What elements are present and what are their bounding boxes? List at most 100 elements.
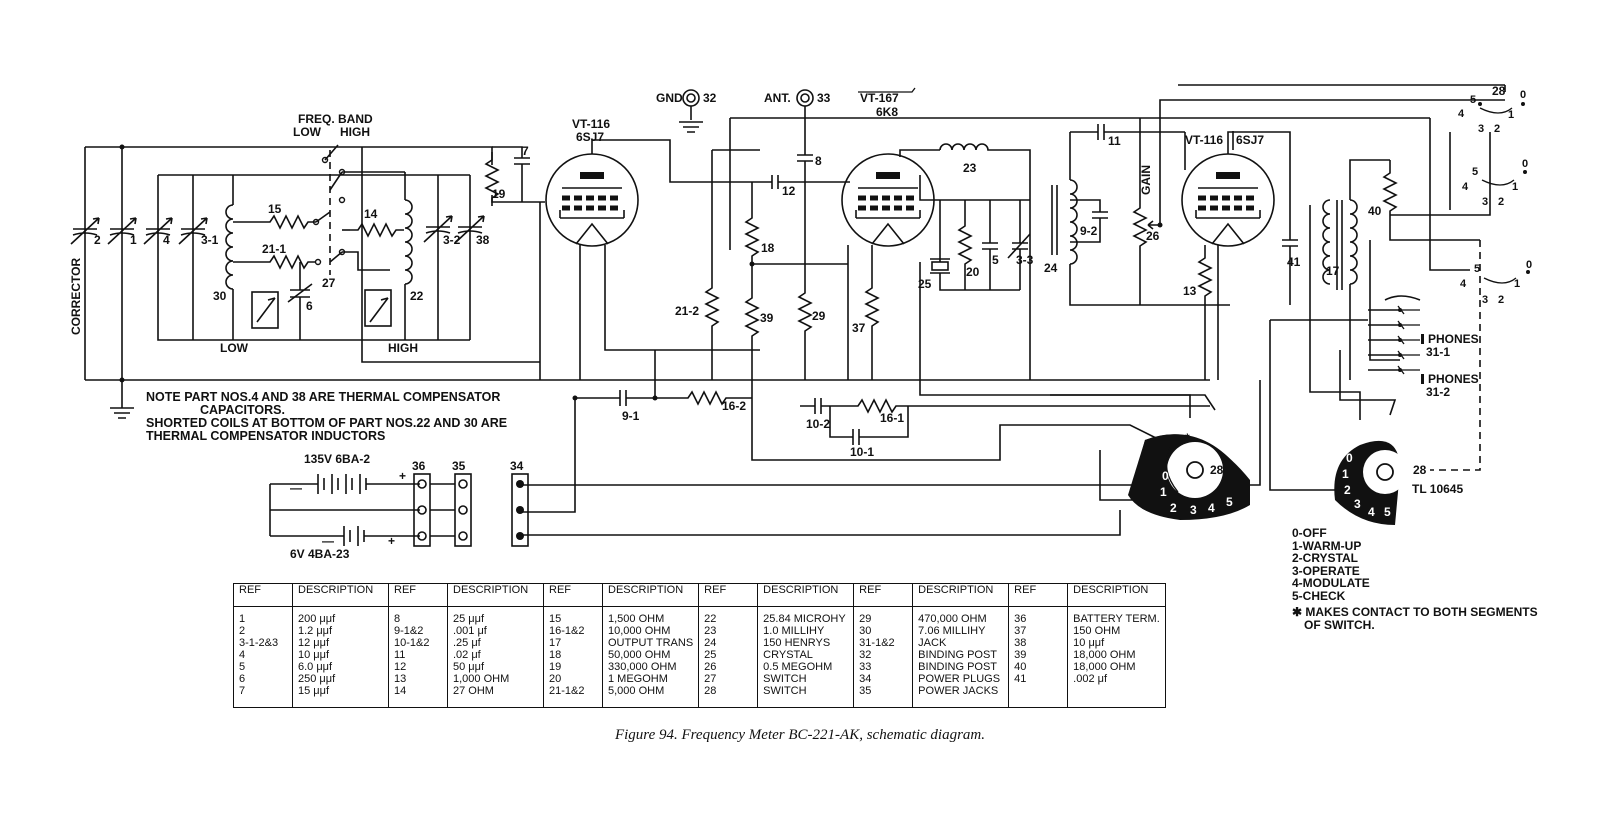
sw28b-pos-2: 2 [1344, 483, 1351, 497]
label-c9-2: 9-2 [1080, 224, 1098, 238]
label-l23: 23 [963, 161, 977, 175]
sw-b-pos-5: 5 [1472, 166, 1478, 178]
table-cell-desc: 25.84 MICROHY 1.0 MILLIHY 150 HENRYS CRY… [757, 606, 855, 708]
battery-2-label: 6V 4BA-23 [290, 547, 350, 561]
table-header: DESCRIPTION [447, 583, 544, 607]
table-cell-refs: 22 23 24 25 26 27 28 [698, 606, 759, 708]
legend-item: 2-CRYSTAL [1292, 551, 1358, 565]
battery-1-label: 135V 6BA-2 [304, 452, 370, 466]
label-c41: 41 [1287, 255, 1301, 269]
label-r14: 14 [364, 207, 378, 221]
sw-c-pos-0: 0 [1526, 259, 1532, 271]
table-cell-desc: BATTERY TERM. 150 OHM 10 μμf 18,000 OHM … [1067, 606, 1166, 708]
tl-number: TL 10645 [1412, 482, 1463, 496]
label-c10-1: 10-1 [850, 445, 874, 459]
gnd-label: GND [656, 91, 683, 105]
sw28a-pos-4: 4 [1208, 501, 1215, 515]
battery-1-plus: + [399, 469, 406, 483]
sw-b-pos-3: 3 [1482, 196, 1488, 208]
freq-band-title: FREQ. BAND [298, 112, 373, 126]
label-r16-2: 16-2 [722, 399, 746, 413]
table-header: DESCRIPTION [912, 583, 1010, 607]
table-header: REF [543, 583, 603, 607]
label-c3-3: 3-3 [1016, 253, 1034, 267]
ant-label: ANT. [764, 91, 791, 105]
battery-2-plus: + [388, 534, 395, 548]
sw28a-pos-2: 2 [1170, 501, 1177, 515]
sw-c-pos-1: 1 [1514, 278, 1520, 290]
label-c25: 25 [918, 277, 932, 291]
label-s27: 27 [322, 276, 336, 290]
note-line-2: CAPACITORS. [200, 403, 285, 417]
label-c7: 7 [522, 144, 529, 158]
label-sw28-top: 28 [1492, 84, 1506, 98]
label-r13: 13 [1183, 284, 1197, 298]
ant-num: 33 [817, 91, 831, 105]
sw-c-pos-4: 4 [1460, 278, 1467, 290]
table-header: REF [853, 583, 914, 607]
sw28a-pos-0: 0 [1162, 469, 1169, 483]
table-cell-desc: 25 μμf .001 μf .25 μf .02 μf 50 μμf 1,00… [447, 606, 544, 708]
tube3-type: VT-116 [1185, 133, 1223, 147]
label-high: HIGH [388, 341, 418, 355]
sw28b-pos-4: 4 [1368, 505, 1375, 519]
label-c4: 4 [163, 233, 170, 247]
freq-band-low: LOW [293, 125, 322, 139]
tube3-sub: 6SJ7 [1236, 133, 1264, 147]
label-c31: 3-1 [201, 233, 219, 247]
sw-a-pos-2: 2 [1494, 123, 1500, 135]
label-r21-2: 21-2 [675, 304, 699, 318]
sw-a-pos-1: 1 [1508, 109, 1514, 121]
label-r39: 39 [760, 311, 774, 325]
table-cell-desc: 470,000 OHM 7.06 MILLIHY JACK BINDING PO… [912, 606, 1010, 708]
label-r29: 29 [812, 309, 826, 323]
phones-2-label: PHONES [1428, 372, 1479, 386]
phones-1-ref: 31-1 [1426, 345, 1450, 359]
label-t17: 17 [1326, 264, 1340, 278]
note-line-1: NOTE PART NOS.4 AND 38 ARE THERMAL COMPE… [146, 390, 500, 404]
tube1-sub: 6SJ7 [576, 130, 604, 144]
label-t36: 36 [412, 459, 426, 473]
table-cell-desc: 200 μμf 1.2 μμf 12 μμf 10 μμf 6.0 μμf 25… [292, 606, 389, 708]
table-header: DESCRIPTION [601, 583, 700, 607]
label-l30: 30 [213, 289, 227, 303]
battery-2-minus: — [322, 534, 334, 548]
table-header-row: REF DESCRIPTION REF DESCRIPTION REF DESC… [233, 583, 1166, 607]
sw-a-pos-0: 0 [1520, 89, 1526, 101]
legend-note: OF SWITCH. [1304, 617, 1375, 632]
table-cell-refs: 8 9-1&2 10-1&2 11 12 13 14 [388, 606, 448, 708]
gain-label: GAIN [1139, 165, 1153, 195]
table-cell-refs: 29 30 31-1&2 32 33 34 35 [853, 606, 914, 708]
label-t34: 34 [510, 459, 524, 473]
label-c32: 3-2 [443, 233, 461, 247]
label-r21-1: 21-1 [262, 242, 286, 256]
table-cell-refs: 36 37 38 39 40 41 [1008, 606, 1069, 708]
sw-a-pos-4: 4 [1458, 108, 1465, 120]
note-line-4: THERMAL COMPENSATOR INDUCTORS [146, 429, 385, 443]
table-header: DESCRIPTION [292, 583, 389, 607]
label-r20: 20 [966, 265, 980, 279]
label-c11: 11 [1108, 134, 1121, 148]
gnd-num: 32 [703, 91, 717, 105]
sw28b-pos-3: 3 [1354, 497, 1361, 511]
table-header: REF [388, 583, 448, 607]
sw-a-pos-5: 5 [1470, 94, 1476, 106]
battery-1-minus: — [290, 481, 302, 495]
sw-b-pos-0: 0 [1522, 158, 1528, 170]
legend-item: 0-OFF [1292, 526, 1327, 540]
sw-c-pos-5: 5 [1474, 263, 1480, 275]
label-r18: 18 [761, 241, 775, 255]
table-header: DESCRIPTION [1067, 583, 1166, 607]
label-r40: 40 [1368, 204, 1382, 218]
sw-c-pos-2: 2 [1498, 294, 1504, 306]
phones-1-label: PHONES [1428, 332, 1479, 346]
table-header: DESCRIPTION [757, 583, 855, 607]
legend-item: 1-WARM-UP [1292, 538, 1362, 553]
sw28b-pos-1: 1 [1342, 467, 1349, 481]
tube2-sub: 6K8 [876, 105, 898, 119]
label-r19: 19 [492, 187, 506, 201]
label-c10-2: 10-2 [806, 417, 830, 431]
label-c1: 1 [130, 233, 137, 247]
sw28b-pos-5: 5 [1384, 505, 1391, 519]
